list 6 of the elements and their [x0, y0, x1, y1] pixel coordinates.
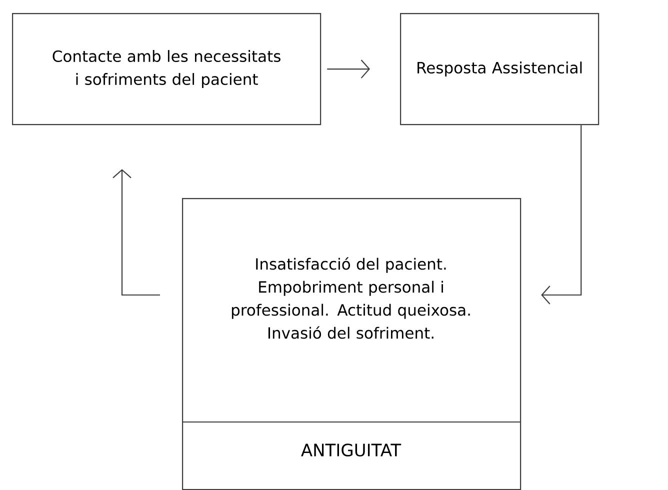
- text-box: Insatisfacció del pacient. Empobriment personal i professional. Actitud queixosa. Invasió del sofriment. ANTIGUITAT: [182, 198, 522, 490]
- process-box: Resposta Assistencial: [400, 13, 600, 126]
- process-box: Contacte amb les necessitats i sofriments del pacient: [12, 13, 322, 126]
- arrow: [112, 169, 160, 296]
- arrow: [541, 125, 582, 304]
- arrow: [327, 60, 370, 78]
